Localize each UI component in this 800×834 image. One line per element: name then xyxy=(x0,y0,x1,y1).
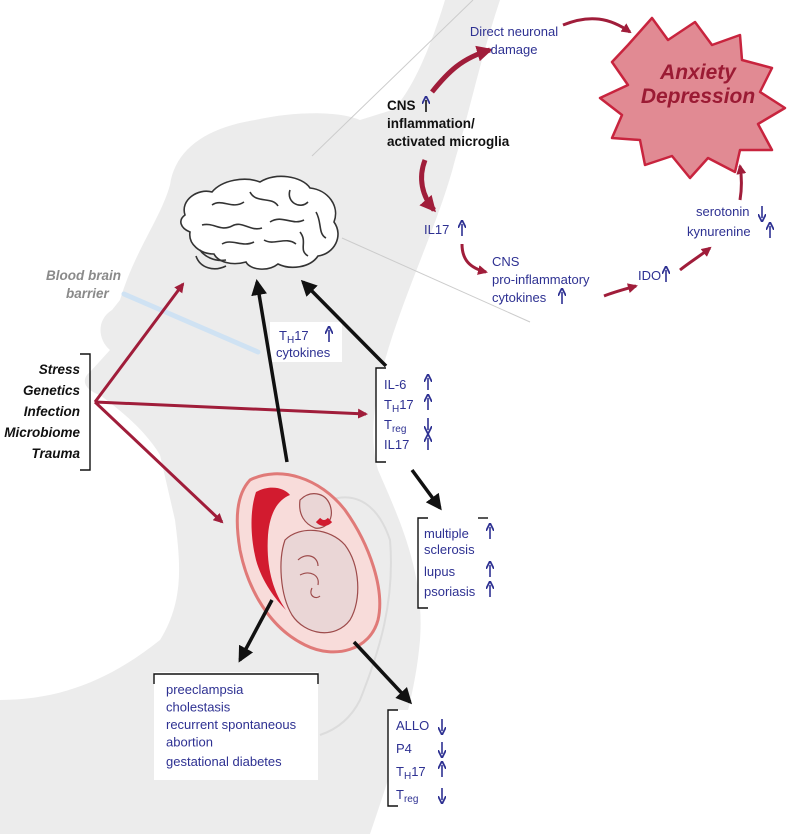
arrow-inflammation-to-il17 xyxy=(419,159,436,213)
pregnancy-condition-label: recurrent spontaneous xyxy=(166,717,297,732)
zoom-line-bottom xyxy=(341,237,531,323)
hormones-bg xyxy=(388,710,454,806)
fetus-uterus-illustration xyxy=(235,472,382,654)
arrow-cytokines-to-ido xyxy=(603,283,638,298)
stressors-bracket xyxy=(80,353,91,471)
pregnancy-condition-label: abortion xyxy=(166,735,213,750)
arrow-fetus-to-hormones xyxy=(352,640,413,705)
pregnancy-condition-label: cholestasis xyxy=(166,700,231,715)
label-inflammation-2: activated microglia xyxy=(387,134,510,149)
brain-illustration xyxy=(180,175,339,270)
arrow-stressors-to-immune xyxy=(94,400,368,419)
zoom-line-top xyxy=(311,0,474,157)
arrow-fetus-to-brain xyxy=(251,279,289,463)
label-bbb-1: Blood brain xyxy=(46,268,121,283)
label-direct-damage-1: Direct neuronal xyxy=(470,24,558,39)
immune-marker-label: IL-6 xyxy=(384,377,406,392)
outcome-label-depression: Depression xyxy=(641,85,755,108)
arrow-stressors-to-fetus xyxy=(93,400,224,524)
arm-outline xyxy=(319,496,392,736)
label-proinflam-2: pro-inflammatory xyxy=(492,272,590,287)
arrow-inflammation-to-damage xyxy=(430,45,493,94)
label-kynurenine: kynurenine xyxy=(687,224,751,239)
pregnancy-condition-label: gestational diabetes xyxy=(166,754,282,769)
arrow-immune-to-autoimmune xyxy=(410,468,442,511)
stressor-label: Stress xyxy=(39,362,81,377)
autoimmune-label: multiple xyxy=(424,526,469,541)
label-cns: CNS xyxy=(387,98,416,113)
stressor-label: Infection xyxy=(24,404,80,419)
label-direct-damage-2: damage xyxy=(491,42,538,57)
stressor-label: Microbiome xyxy=(4,425,80,440)
hormones-bracket xyxy=(387,709,398,807)
arrow-serotonin-to-outcome xyxy=(736,164,747,201)
pregnancy-conditions-list: preeclampsia cholestasis recurrent spontan… xyxy=(166,682,297,769)
autoimmune-label: lupus xyxy=(424,564,456,579)
immune-markers-bg xyxy=(376,368,440,462)
label-cytokines: cytokines xyxy=(276,345,331,360)
stressor-label: Genetics xyxy=(23,383,81,398)
hormone-label: Treg xyxy=(396,787,418,805)
pregnancy-condition-label: preeclampsia xyxy=(166,682,244,697)
autoimmune-label-cont: sclerosis xyxy=(424,542,475,557)
immune-markers-bracket xyxy=(375,367,386,463)
arrow-immune-to-brain xyxy=(300,279,388,368)
outcome-blob xyxy=(598,16,787,180)
label-th17-cytokines: TH17 xyxy=(279,328,309,346)
autoimmune-label: psoriasis xyxy=(424,584,476,599)
outcome-label-anxiety: Anxiety xyxy=(659,61,737,84)
arrow-il17-to-cytokines xyxy=(460,243,488,275)
arrow-stressors-to-brain xyxy=(93,282,185,403)
label-il17-cns: IL17 xyxy=(424,222,449,237)
pregnancy-bg xyxy=(154,672,318,780)
immune-marker-label: IL17 xyxy=(384,437,409,452)
label-bbb-2: barrier xyxy=(66,286,110,301)
stressor-label: Trauma xyxy=(31,446,80,461)
pregnancy-bracket xyxy=(153,673,319,684)
arrow-damage-to-outcome xyxy=(562,17,632,34)
autoimmune-bracket-left xyxy=(417,517,428,609)
label-ido: IDO xyxy=(638,268,661,283)
arrow-ido-to-serotonin xyxy=(679,246,712,272)
hormone-label: TH17 xyxy=(396,764,426,782)
label-serotonin: serotonin xyxy=(696,204,749,219)
bbb-line xyxy=(121,291,261,355)
arrow-fetus-to-pregnancy xyxy=(238,599,274,663)
immune-marker-label: TH17 xyxy=(384,397,414,415)
hormone-label: P4 xyxy=(396,741,412,756)
label-proinflam-3: cytokines xyxy=(492,290,547,305)
label-inflammation-1: inflammation/ xyxy=(387,116,475,131)
label-proinflam-1: CNS xyxy=(492,254,520,269)
hormone-label: ALLO xyxy=(396,718,429,733)
immune-marker-label: Treg xyxy=(384,417,406,435)
